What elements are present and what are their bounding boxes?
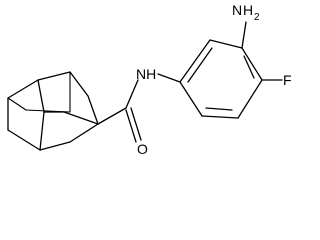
bond <box>69 71 89 97</box>
bond <box>39 111 45 151</box>
aromatic-inner-bond <box>187 47 213 83</box>
bond <box>179 81 203 117</box>
carbonyl-double-bond <box>125 109 137 143</box>
aromatic-inner-bond <box>243 55 255 79</box>
carbonyl-oxygen-label: O <box>137 141 148 155</box>
amide-group <box>97 73 181 143</box>
amine-subscript-label: 2 <box>254 12 260 23</box>
bond <box>87 95 99 125</box>
amine-hydrogen-label: H <box>243 2 253 18</box>
adamantane-cage <box>7 71 99 151</box>
bond <box>157 73 181 83</box>
bond <box>37 79 45 113</box>
bond <box>125 79 139 109</box>
bond <box>37 71 71 81</box>
bond <box>7 129 41 151</box>
bond <box>201 115 239 119</box>
bond <box>7 97 27 111</box>
amide-nh-label: NH <box>136 66 156 82</box>
bond <box>209 39 243 49</box>
fluorine-label: F <box>283 72 292 88</box>
bond <box>97 107 127 125</box>
amine-nitrogen-label: N <box>232 2 242 18</box>
bond <box>63 111 99 125</box>
bond <box>237 79 263 119</box>
carbonyl-double-bond <box>130 107 142 141</box>
bond <box>69 123 99 143</box>
chemical-structure: N H 2 NH F O <box>7 2 292 155</box>
bond <box>39 141 71 151</box>
aromatic-inner-bond <box>205 107 233 111</box>
benzene-ring <box>179 39 263 119</box>
bond <box>7 79 39 99</box>
bond <box>25 109 71 113</box>
bond <box>179 39 211 83</box>
amine-bond <box>241 21 247 49</box>
bond <box>241 47 263 81</box>
